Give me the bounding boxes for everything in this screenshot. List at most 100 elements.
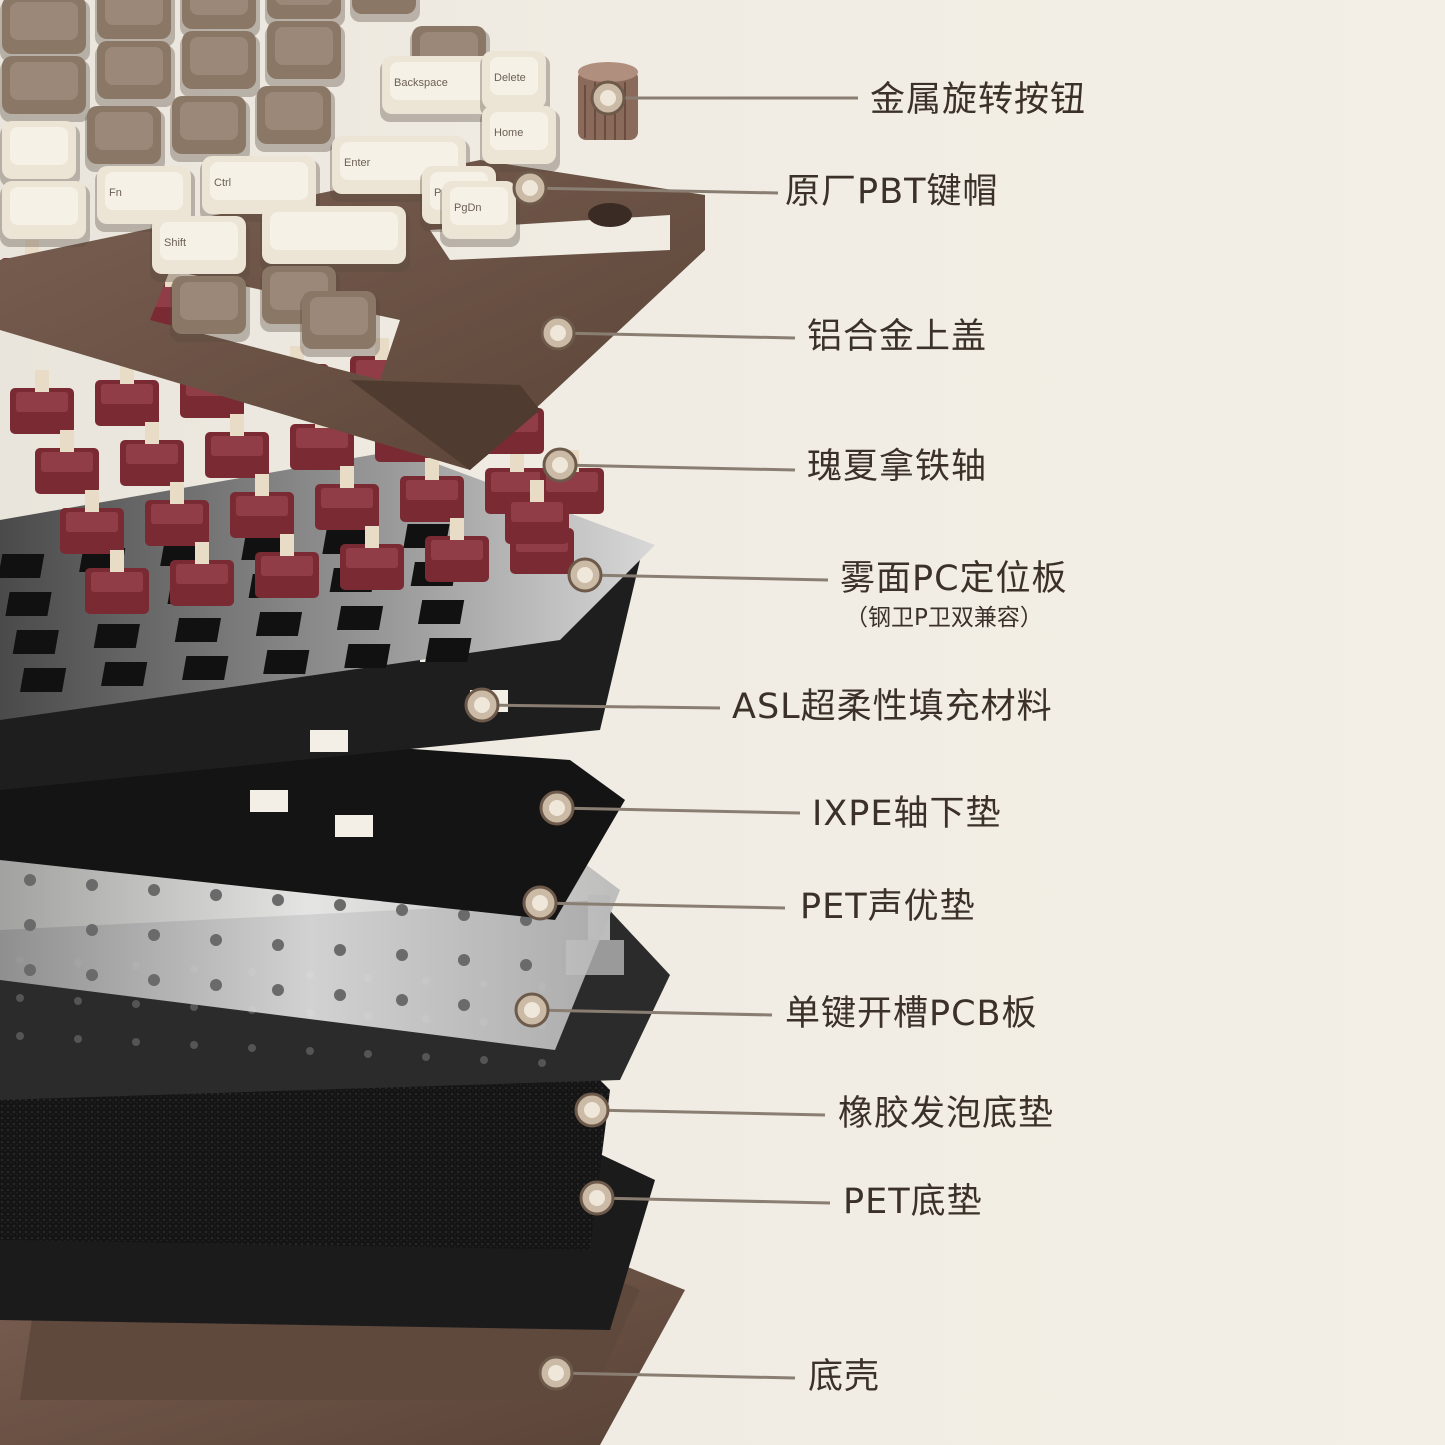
keycap-legend: Backspace [394, 77, 448, 89]
keycap [0, 181, 90, 247]
keycap-top [10, 187, 78, 225]
callout-dot-core [589, 1190, 605, 1206]
switch-stem [60, 430, 74, 452]
key-switch [35, 430, 99, 494]
keycap-top [275, 0, 333, 5]
plate-cutout [93, 624, 140, 648]
keycap-top [275, 27, 333, 65]
keycap: Home [480, 106, 560, 172]
pcb-hole [480, 1056, 488, 1064]
key-switch [60, 490, 124, 554]
key-switch [255, 534, 319, 598]
filler-cutout [250, 790, 288, 812]
pcb-hole [306, 1047, 314, 1055]
keycap-top [180, 102, 238, 140]
pcb-hole [248, 1044, 256, 1052]
keycap-top [190, 0, 248, 15]
key-switch [400, 458, 464, 522]
leader-line [591, 1108, 826, 1117]
pet-hole [210, 889, 222, 901]
pet-hole [148, 974, 160, 986]
callout-dot-core [552, 457, 568, 473]
pet-hole [272, 894, 284, 906]
keycap: Delete [480, 51, 550, 117]
keycap-top [95, 112, 153, 150]
switch-stem [530, 480, 544, 502]
keycap [350, 0, 420, 22]
callout-label-pet-bottom: PET底垫 [843, 1182, 983, 1222]
pet-hole [86, 969, 98, 981]
pet-hole [334, 899, 346, 911]
switch-top [261, 556, 313, 576]
pet-hole [396, 904, 408, 916]
keycap [95, 0, 175, 47]
pet-hole [24, 874, 36, 886]
callout-label-ixpe: IXPE轴下垫 [812, 794, 1002, 834]
switch-stem [365, 526, 379, 548]
plate-cutout [344, 644, 391, 668]
pet-hole [272, 984, 284, 996]
plate-cutout [255, 612, 303, 636]
switch-stem [450, 518, 464, 540]
switch-top [321, 488, 373, 508]
plate-cutout [19, 668, 67, 692]
callout-label-bottom-case: 底壳 [808, 1357, 881, 1397]
switch-top [236, 496, 288, 516]
filler-cutout [310, 730, 348, 752]
switch-top [431, 540, 483, 560]
callout-label-asl: ASL超柔性填充材料 [732, 687, 1053, 727]
keycap [300, 291, 380, 357]
plate-cutout [263, 650, 310, 674]
switch-top [176, 564, 228, 584]
keycap-top [190, 37, 248, 75]
switch-stem [85, 490, 99, 512]
keycap [170, 96, 250, 162]
switch-stem [425, 458, 439, 480]
keycap-top [265, 92, 323, 130]
keycap-legend: Home [494, 127, 523, 139]
plate-cutout [336, 606, 384, 630]
switch-stem [255, 474, 269, 496]
keycap [85, 106, 165, 172]
pcb-hole [132, 1000, 140, 1008]
key-switch [170, 542, 234, 606]
callout-dot-core [532, 895, 548, 911]
callout-label-switches: 瑰夏拿铁轴 [807, 447, 988, 487]
switch-top [406, 480, 458, 500]
key-switch [10, 370, 74, 434]
pet-hole [396, 994, 408, 1006]
pet-hole [148, 884, 160, 896]
key-switch [340, 526, 404, 590]
plate-cutout [425, 638, 472, 662]
pcb-hole [16, 1032, 24, 1040]
pcb-hole [364, 1050, 372, 1058]
callout-label-knob: 金属旋转按钮 [870, 80, 1087, 120]
keycap-top [105, 0, 163, 25]
callout-dot-core [550, 325, 566, 341]
keycap-top [210, 162, 308, 200]
switch-stem [170, 482, 184, 504]
leader-line [596, 1196, 831, 1205]
keycap [0, 56, 90, 122]
leader-line [584, 573, 829, 582]
leader-line [559, 463, 796, 472]
filler-cutout [335, 815, 373, 837]
callout-sublabel-plate: （钢卫P卫双兼容） [845, 605, 1043, 631]
leader-line [531, 1008, 773, 1017]
switch-top [41, 452, 93, 472]
switch-stem [110, 550, 124, 572]
plate-cutout [0, 554, 45, 578]
callout-dot-core [548, 1365, 564, 1381]
keycap [255, 86, 335, 152]
keycap-legend: Ctrl [214, 177, 231, 189]
callout-dot-core [474, 697, 490, 713]
keycap [265, 0, 345, 27]
switch-stem [375, 338, 389, 360]
callout-dot-core [577, 567, 593, 583]
key-switch [85, 550, 149, 614]
switch-top [151, 504, 203, 524]
pet-hole [210, 979, 222, 991]
keycap-legend: Fn [109, 187, 122, 199]
callout-label-plate: 雾面PC定位板 [840, 559, 1068, 599]
